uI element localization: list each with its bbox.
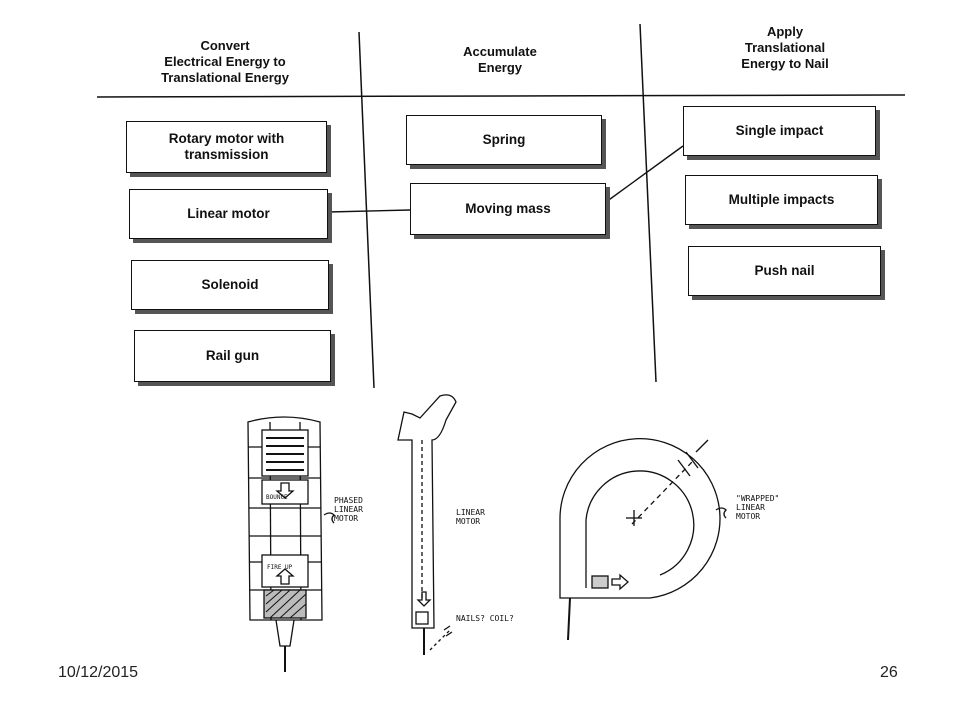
box-moving-mass: Moving mass — [410, 183, 606, 235]
wrapped-label: "WRAPPED" LINEAR MOTOR — [736, 494, 780, 521]
column-header-convert: Convert Electrical Energy to Translation… — [161, 38, 289, 85]
box-linear-motor: Linear motor — [129, 189, 328, 239]
box-multiple-impacts: Multiple impacts — [685, 175, 878, 225]
phased-label: PHASED LINEAR MOTOR — [334, 496, 363, 523]
box-spring: Spring — [406, 115, 602, 165]
box-rotary-motor: Rotary motor with transmission — [126, 121, 327, 173]
column-header-apply: Apply Translational Energy to Nail — [741, 24, 829, 71]
box-single-impact: Single impact — [683, 106, 876, 156]
bounce-label: BOUNCE — [266, 494, 288, 501]
nails-coil-note: NAILS? COIL? — [456, 614, 514, 623]
box-rail-gun: Rail gun — [134, 330, 331, 382]
box-push-nail: Push nail — [688, 246, 881, 296]
linear-label: LINEAR MOTOR — [456, 508, 485, 526]
linear-motor-sketch — [397, 394, 457, 655]
column-header-accumulate: Accumulate Energy — [463, 44, 537, 75]
box-solenoid: Solenoid — [131, 260, 329, 310]
footer-date: 10/12/2015 — [58, 664, 139, 681]
footer-page-number: 26 — [880, 664, 898, 681]
fire-up-label: FIRE UP — [267, 564, 293, 571]
phased-linear-motor-sketch — [247, 416, 335, 672]
wrapped-linear-motor-sketch — [559, 437, 727, 641]
